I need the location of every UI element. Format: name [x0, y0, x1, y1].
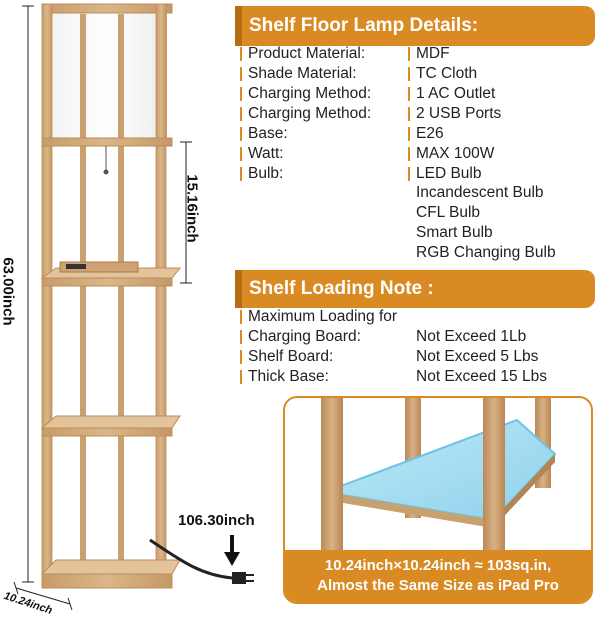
- closeup-shelf-edge-side: [493, 454, 555, 528]
- lamp-lower-shelf-edge: [41, 427, 173, 437]
- lamp-base-top: [40, 559, 181, 575]
- lamp-post-right-back: [118, 14, 124, 570]
- height-label: 63.00inch: [0, 257, 17, 326]
- note-intro: Maximum Loading for: [240, 307, 397, 327]
- shelf-gap-label: 15.16inch: [183, 174, 201, 243]
- note-row: Thick Base: Not Exceed 15 Lbs: [240, 367, 547, 387]
- height-dimension-line: [22, 5, 34, 583]
- detail-row: Charging Method: 2 USB Ports: [240, 104, 501, 124]
- lamp-cord: [149, 538, 233, 580]
- detail-row: Base: E26: [240, 124, 444, 144]
- shelf-closeup-illustration: [321, 398, 557, 558]
- closeup-post-front-right: [483, 398, 505, 558]
- bulb-option: Smart Bulb: [416, 224, 493, 241]
- lamp-base: [41, 573, 173, 589]
- base-dimension-line: [13, 581, 73, 611]
- lamp-illustration: [13, 3, 254, 611]
- lamp-post-right-front: [155, 3, 167, 583]
- bulb-option: RGB Changing Bulb: [416, 244, 556, 261]
- detail-row: Product Material: MDF: [240, 44, 450, 64]
- detail-row: Bulb: LED Bulb: [240, 164, 481, 184]
- details-header: Shelf Floor Lamp Details:: [235, 6, 595, 46]
- detail-row: Shade Material: TC Cloth: [240, 64, 477, 84]
- lamp-usb-ports: [66, 264, 86, 269]
- detail-row: Charging Method: 1 AC Outlet: [240, 84, 495, 104]
- lamp-lower-shelf: [40, 415, 181, 429]
- note-row: Charging Board: Not Exceed 1Lb: [240, 327, 526, 347]
- lamp-post-left-back: [80, 14, 86, 570]
- bulb-option: CFL Bulb: [416, 204, 481, 221]
- lamp-post-left-front: [41, 3, 53, 583]
- lamp-top-frame: [41, 3, 173, 14]
- lamp-shade: [47, 9, 167, 141]
- lamp-plug: [232, 572, 246, 584]
- lamp-charging-shelf-edge: [41, 277, 173, 287]
- detail-row: Watt: MAX 100W: [240, 144, 494, 164]
- closeup-shelf-edge-front: [325, 492, 493, 528]
- cord-length-label: 106.30inch: [178, 512, 255, 529]
- shelf-detail-box: 10.24inch×10.24inch ≈ 103sq.in, Almost t…: [283, 396, 593, 604]
- bulb-option: Incandescent Bulb: [416, 184, 544, 201]
- size-caption: 10.24inch×10.24inch ≈ 103sq.in, Almost t…: [285, 550, 591, 602]
- closeup-post-front-left: [321, 398, 343, 558]
- lamp-charging-board: [59, 261, 139, 273]
- note-title: Shelf Loading Note :: [249, 278, 434, 299]
- shelf-gap-dimension-line: [180, 141, 192, 284]
- note-row: Shelf Board: Not Exceed 5 Lbs: [240, 347, 538, 367]
- lamp-shade-shelf: [41, 137, 173, 147]
- size-caption-line2: Almost the Same Size as iPad Pro: [317, 577, 559, 594]
- details-title: Shelf Floor Lamp Details:: [249, 15, 479, 36]
- note-header: Shelf Loading Note :: [235, 270, 595, 308]
- lamp-pull-knob: [103, 169, 109, 175]
- size-caption-line1: 10.24inch×10.24inch ≈ 103sq.in,: [324, 557, 552, 574]
